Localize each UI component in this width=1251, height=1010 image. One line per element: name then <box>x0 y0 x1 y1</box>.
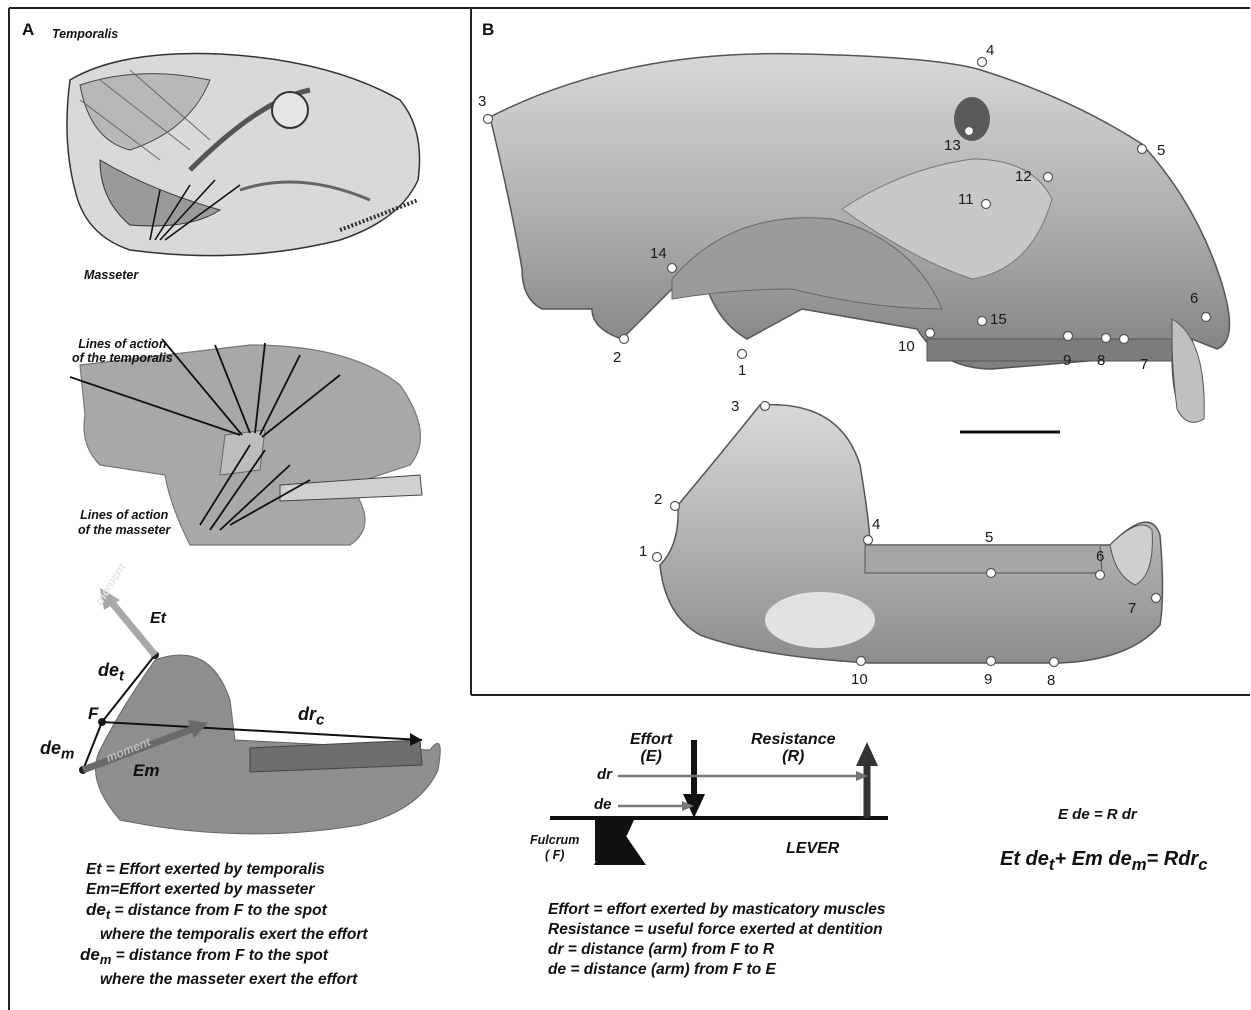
mandible-landmark-3: 3 <box>731 398 739 415</box>
mandible-landmark-1: 1 <box>639 543 647 560</box>
cranium-landmark-4: 4 <box>986 42 994 59</box>
lever-definitions: Effort = effort exerted by masticatory m… <box>548 900 886 980</box>
legend-et: Et = Effort exerted by temporalis <box>86 860 368 880</box>
fulcrum-text: Fulcrum <box>530 833 579 848</box>
mandible-landmark-10: 10 <box>851 671 868 688</box>
effort-symbol: (E) <box>630 748 672 765</box>
legend-dem-text-2: where the masseter exert the effort <box>86 970 368 990</box>
cranium-landmark-15: 15 <box>990 311 1007 328</box>
dr-c-main: dr <box>298 704 316 724</box>
legend-em: Em=Effort exerted by masseter <box>86 880 368 900</box>
cranium-landmark-1: 1 <box>738 362 746 379</box>
eq2-part-b: + Em de <box>1054 848 1131 870</box>
eq2-sub-m: m <box>1132 855 1147 874</box>
eq2-part-c: = Rdr <box>1147 848 1199 870</box>
temporalis-lines-label-2: of the temporalis <box>72 351 173 365</box>
de-t-main: de <box>98 660 119 680</box>
mandible-landmark-5: 5 <box>985 529 993 546</box>
panel-a-letter: A <box>22 20 34 40</box>
resistance-text: Resistance <box>751 731 836 748</box>
skull-muscle-illustration <box>40 40 440 280</box>
definition-resistance: Resistance = useful force exerted at den… <box>548 920 886 940</box>
temporalis-label: Temporalis <box>52 27 118 41</box>
temporalis-lines-label-1: Lines of action <box>72 337 173 351</box>
mandible-landmark-markers <box>640 395 1180 685</box>
legend-dem-sym: de <box>80 945 100 964</box>
et-label: Et <box>150 610 166 628</box>
resistance-label: Resistance (R) <box>751 731 836 765</box>
cranium-landmark-6: 6 <box>1190 290 1198 307</box>
legend-det-text-2: where the temporalis exert the effort <box>86 925 368 945</box>
legend-dem-text: = distance from F to the spot <box>116 947 328 964</box>
definition-dr: dr = distance (arm) from F to R <box>548 940 886 960</box>
equation-lever: E de = R dr <box>1058 806 1137 823</box>
cranium-landmark-10: 10 <box>898 338 915 355</box>
cranium-landmark-3: 3 <box>478 93 486 110</box>
temporalis-lines-label: Lines of action of the temporalis <box>72 337 173 365</box>
resistance-symbol: (R) <box>751 748 836 765</box>
cranium-landmark-11: 11 <box>958 191 974 208</box>
de-t-sub: t <box>119 668 124 685</box>
mandible-landmark-8: 8 <box>1047 672 1055 689</box>
mandible-landmark-6: 6 <box>1096 548 1104 565</box>
definition-de: de = distance (arm) from F to E <box>548 960 886 980</box>
de-t-label: det <box>98 660 124 685</box>
legend-det-sub: t <box>106 907 110 922</box>
legend-dem-sub: m <box>100 952 111 967</box>
cranium-landmark-9: 9 <box>1063 352 1071 369</box>
masseter-lines-label: Lines of action of the masseter <box>78 508 170 538</box>
effort-label: Effort (E) <box>630 731 672 765</box>
fulcrum-label: Fulcrum ( F) <box>530 833 579 863</box>
masseter-lines-label-2: of the masseter <box>78 523 170 538</box>
equation-moments: Et det+ Em dem= Rdrc <box>1000 848 1207 875</box>
fulcrum-symbol: ( F) <box>530 848 579 863</box>
de-arm-label: de <box>594 796 612 813</box>
de-m-sub: m <box>61 746 74 763</box>
cranium-landmark-2: 2 <box>613 349 621 366</box>
mandible-landmark-2: 2 <box>654 491 662 508</box>
de-m-main: de <box>40 738 61 758</box>
cranium-landmark-7: 7 <box>1140 356 1148 373</box>
dr-arm-label: dr <box>597 766 612 783</box>
masseter-label: Masseter <box>84 268 138 282</box>
mandible-landmark-9: 9 <box>984 671 992 688</box>
cranium-landmark-markers <box>472 9 1250 429</box>
masseter-lines-label-1: Lines of action <box>78 508 170 523</box>
mandible-landmark-7: 7 <box>1128 600 1136 617</box>
f-label: F <box>88 704 98 724</box>
cranium-landmark-14: 14 <box>650 245 667 262</box>
de-m-label: dem <box>40 738 74 763</box>
em-label: Em <box>133 761 159 781</box>
mandible-landmark-4: 4 <box>872 516 880 533</box>
eq2-part-a: Et de <box>1000 848 1049 870</box>
mandible-moment-diagram <box>60 580 460 850</box>
lever-label: LEVER <box>786 840 839 858</box>
panel-a-legend: Et = Effort exerted by temporalis Em=Eff… <box>86 860 368 990</box>
effort-text: Effort <box>630 731 672 748</box>
cranium-landmark-12: 12 <box>1015 168 1032 185</box>
dr-c-label: drc <box>298 704 324 729</box>
legend-det-text: = distance from F to the spot <box>114 902 326 919</box>
legend-dem: dem = distance from F to the spot <box>80 945 368 970</box>
definition-effort: Effort = effort exerted by masticatory m… <box>548 900 886 920</box>
dr-c-sub: c <box>316 712 324 729</box>
cranium-landmark-5: 5 <box>1157 142 1165 159</box>
cranium-landmark-13: 13 <box>944 137 961 154</box>
legend-det: det = distance from F to the spot <box>86 900 368 925</box>
eq2-sub-c: c <box>1198 855 1207 874</box>
cranium-landmark-8: 8 <box>1097 352 1105 369</box>
legend-det-sym: de <box>86 900 106 919</box>
